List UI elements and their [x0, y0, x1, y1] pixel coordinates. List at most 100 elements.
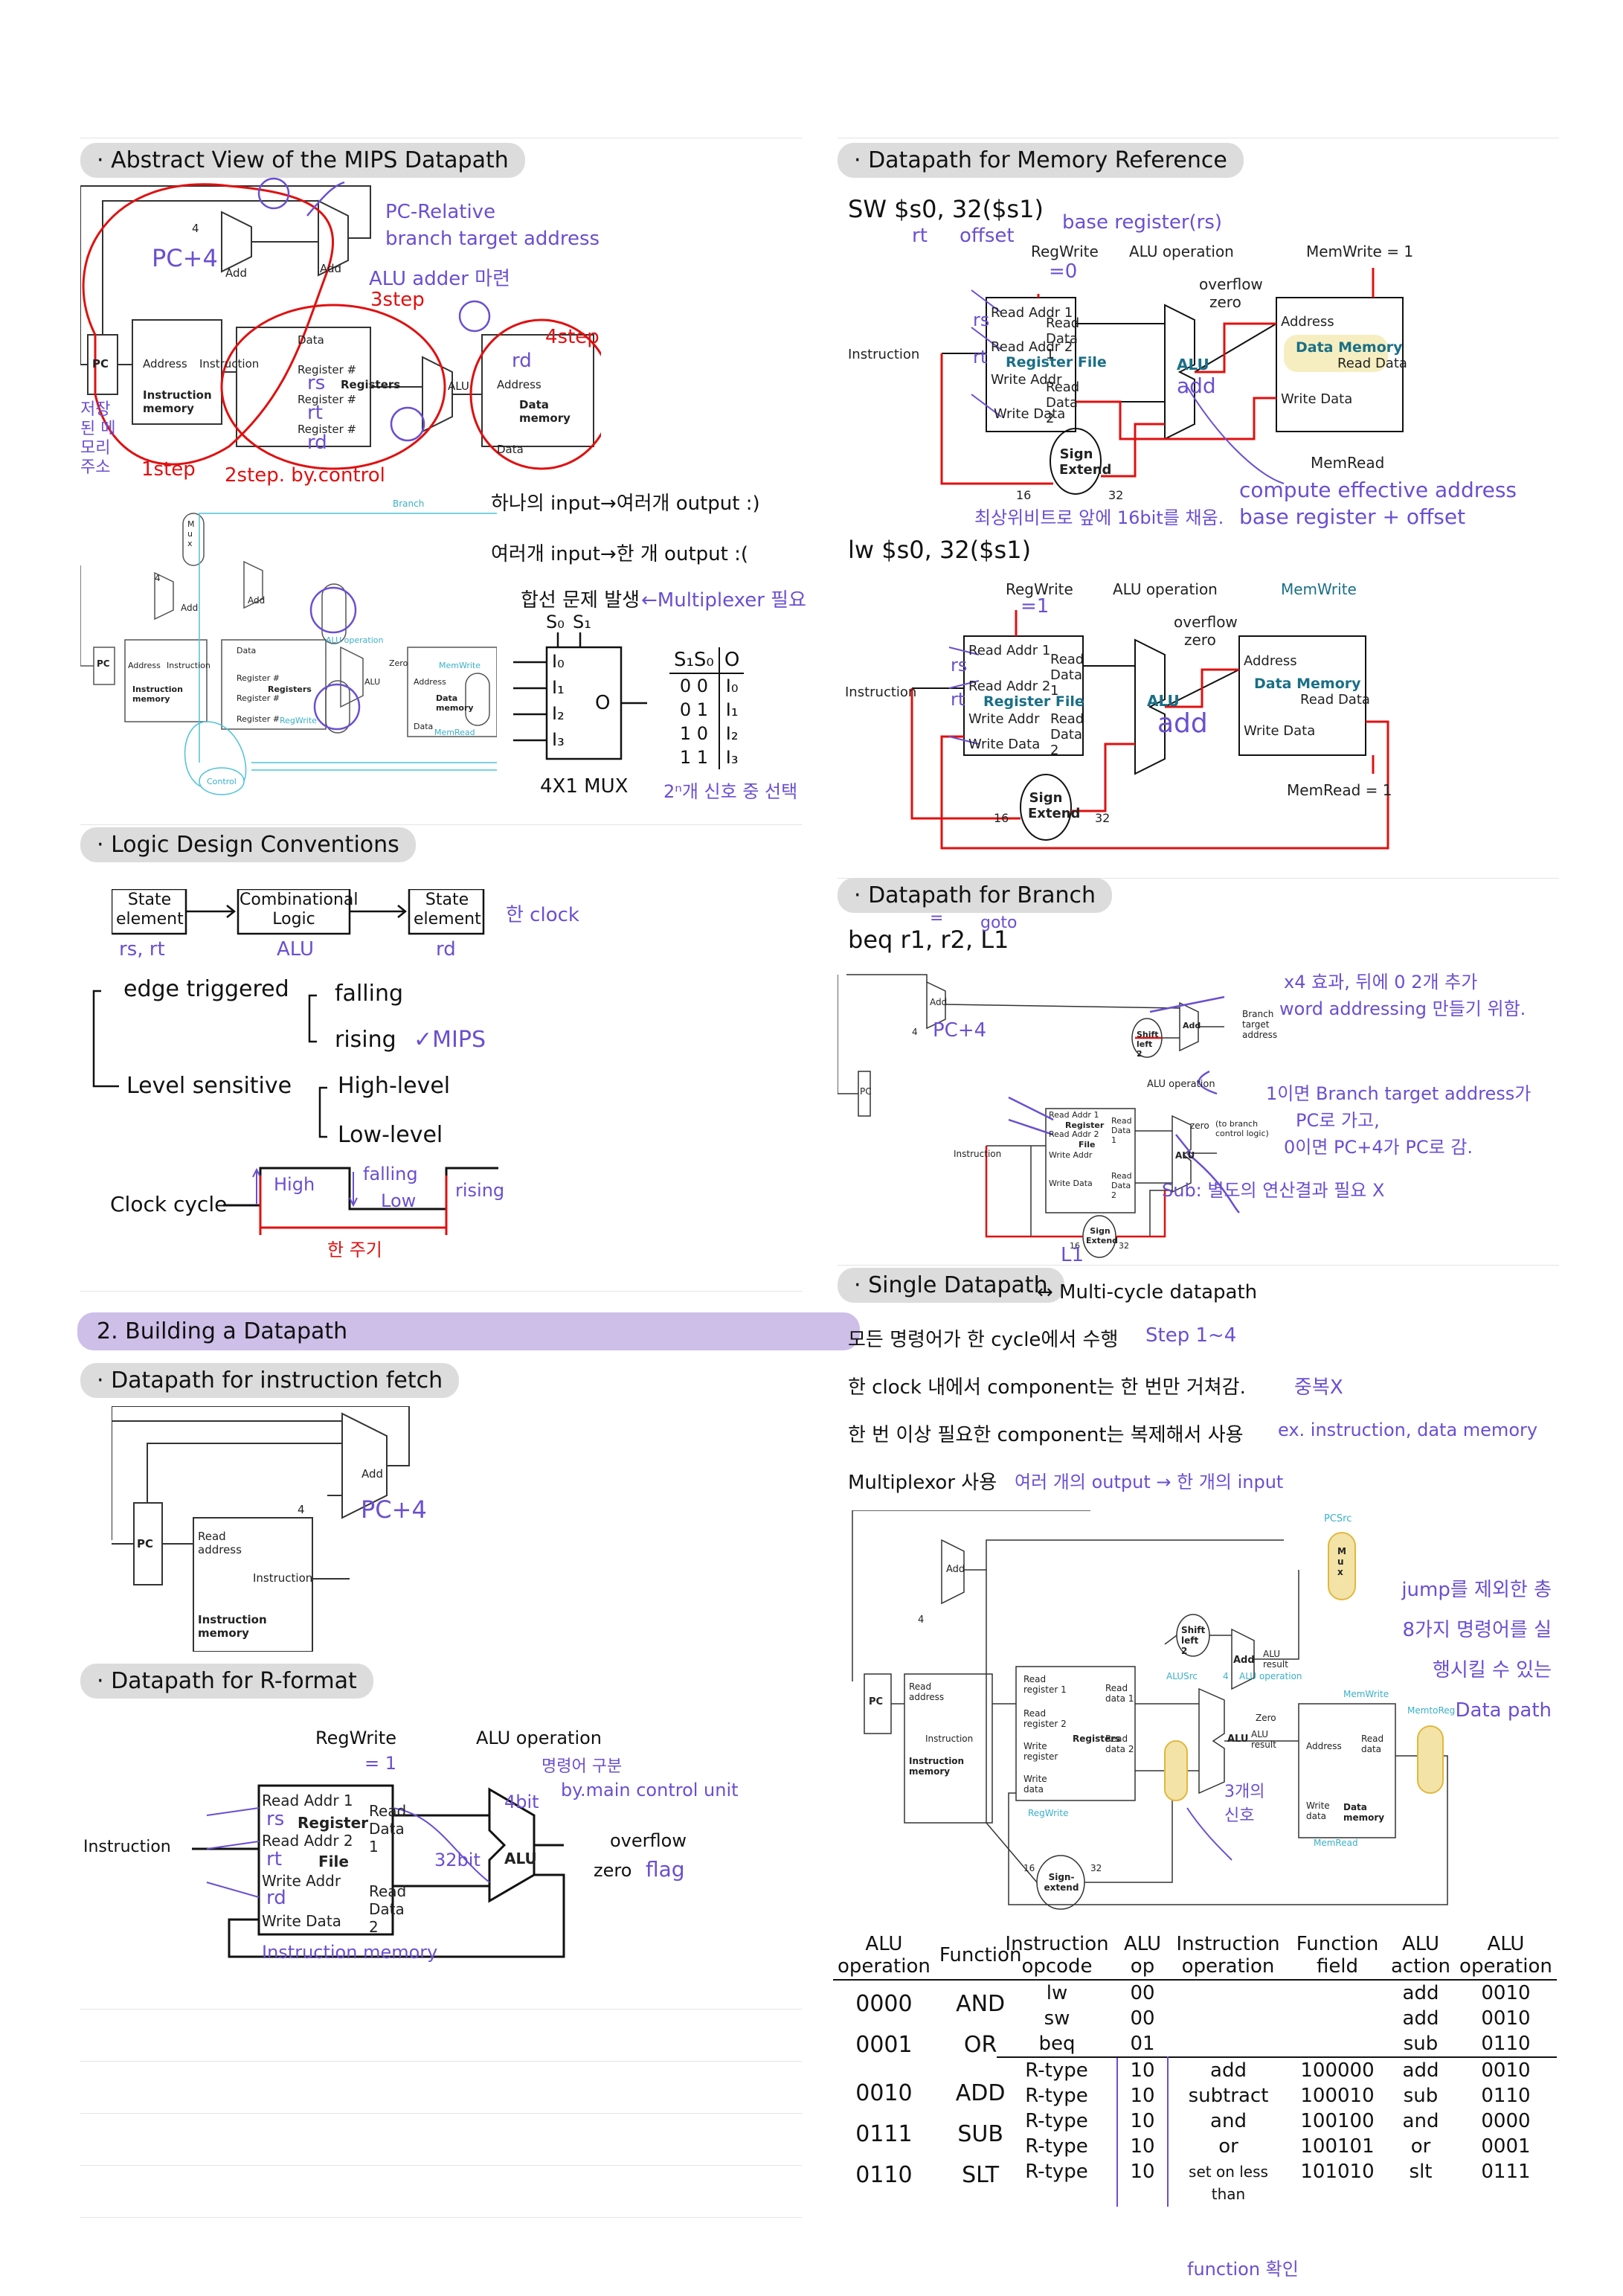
lw-eq1: =1	[1021, 595, 1050, 618]
fetch-add: Add	[361, 1467, 384, 1481]
ctrl-table-cell: 01	[1130, 2033, 1155, 2055]
branch-goto: goto	[980, 914, 1018, 932]
logic-comb: Combinational Logic	[240, 891, 359, 929]
lw-write-data: Write Data	[968, 737, 1041, 752]
sd-alu: ALU	[1227, 1734, 1249, 1745]
alu-table-cell: SUB	[957, 2121, 1003, 2147]
sd-memwrite: MemWrite	[1343, 1689, 1389, 1699]
rf-alu-op: ALU operation	[476, 1728, 602, 1748]
abs-daddress: Address	[497, 378, 541, 391]
rf-zero: zero	[594, 1860, 632, 1881]
ctl-regwrite: RegWrite	[280, 716, 317, 725]
rf-read-addr1: Read Addr 1	[262, 1792, 353, 1809]
rf-rd: rd	[266, 1887, 286, 1909]
rf-instr-memory: Instruction memory	[262, 1942, 438, 1963]
logic-mips: ✓MIPS	[414, 1027, 486, 1053]
rf-register: Register	[298, 1814, 369, 1832]
ctrl-table-cell	[1168, 2031, 1288, 2057]
abs-data: Data	[298, 333, 324, 347]
br-read-data2: Read Data 2	[1111, 1171, 1132, 1200]
sw-read-data2: Read Data 2	[1046, 379, 1080, 426]
alu-table-cell: 0001	[855, 2032, 913, 2058]
abstract-title: · Abstract View of the MIPS Datapath	[80, 143, 525, 178]
sw-address: Address	[1281, 314, 1334, 330]
lw-read-addr1: Read Addr 1	[968, 643, 1051, 658]
sw-read-addr1: Read Addr 1	[991, 305, 1073, 321]
br-write-addr: Write Addr	[1049, 1150, 1093, 1160]
sd-write-data: Write data	[1023, 1774, 1047, 1795]
branch-title: · Datapath for Branch	[838, 878, 1113, 913]
clock-rising: rising	[455, 1180, 505, 1201]
rf-rt: rt	[266, 1848, 282, 1870]
sd-dwrite-data: Write data	[1306, 1800, 1330, 1821]
mux-one-input: 하나의 input→여러개 output :)	[491, 493, 760, 515]
ctrl-table-cell: 00	[1130, 2007, 1155, 2030]
alu-control-table: Instruction opcode ALU op Instruction op…	[997, 1931, 1557, 2207]
abs-stored-addr: 저장된 메모리 주소	[80, 400, 116, 477]
single-line4b: 여러 개의 output → 한 개의 input	[1015, 1472, 1284, 1492]
clock-cycle-label: Clock cycle	[110, 1192, 228, 1216]
ctl-reg2: Register #	[237, 693, 280, 703]
ctrl-table-cell: 10	[1116, 2083, 1169, 2109]
logic-state2: State element	[414, 891, 481, 929]
ctrl-table-cell: sub	[1403, 2085, 1439, 2107]
ctrl-table-cell: 0001	[1481, 2135, 1531, 2158]
ctrl-table-cell: 10	[1116, 2134, 1169, 2159]
sd-write-reg: Write register	[1023, 1741, 1058, 1762]
logic-rd: rd	[436, 938, 456, 961]
sd-pc: PC	[869, 1696, 884, 1707]
abs-step2: 2step. by.control	[225, 464, 385, 487]
ctl-four: 4	[155, 573, 161, 583]
sw-32: 32	[1108, 488, 1124, 502]
mux-s0: S₀	[546, 612, 565, 632]
lw-add: add	[1157, 708, 1208, 739]
sw-diagram: RegWrite =0 ALU operation MemWrite = 1 o…	[838, 238, 1552, 529]
mux-i0: I₀	[552, 651, 565, 672]
ctl-daddress: Address	[414, 677, 446, 687]
lw-rt: rt	[951, 689, 965, 710]
sw-16: 16	[1016, 488, 1032, 502]
logic-high: High-level	[338, 1073, 451, 1099]
lw-alu: ALU	[1147, 692, 1180, 710]
sw-regwrite: RegWrite	[1031, 243, 1099, 260]
ctrl-table-cell: subtract	[1188, 2085, 1269, 2107]
ctrl-table-cell: 0111	[1481, 2161, 1531, 2183]
single-multi: ↔ Multi-cycle datapath	[1037, 1281, 1258, 1303]
br-four: 4	[912, 1027, 918, 1037]
ctl-reg3: Register #	[237, 714, 280, 724]
rf-write-addr: Write Addr	[262, 1872, 341, 1890]
abs-rs: rs	[307, 372, 326, 394]
clock-low: Low	[381, 1190, 417, 1211]
control-datapath-diagram: Branch M u x Add Add 4 PC Address Instru…	[80, 498, 497, 796]
br-instruction: Instruction	[954, 1149, 1002, 1159]
lw-memwrite: MemWrite	[1281, 580, 1357, 598]
sw-read-data: Read Data	[1337, 356, 1407, 371]
ctrl-table-cell: or	[1410, 2135, 1431, 2158]
ctrl-table-cell: add	[1386, 2056, 1456, 2083]
alu-table-cell: 0000	[855, 1991, 913, 2017]
abs-add2: Add	[320, 262, 342, 275]
sw-data-memory: Data Memory	[1296, 339, 1403, 356]
ctrl-table-cell: set on less than	[1189, 2163, 1268, 2203]
mux-table-cell: 0 1	[679, 699, 709, 720]
mux-table-cell: 1 1	[679, 747, 709, 768]
sd-memtoreg: MemtoReg	[1407, 1705, 1456, 1716]
logic-alu: ALU	[277, 938, 315, 961]
alu-table-cell: OR	[963, 2032, 997, 2058]
sw-alu-op: ALU operation	[1129, 243, 1234, 260]
sw-rt2: rt	[973, 347, 988, 368]
ctrl-table-cell: 100000	[1288, 2056, 1386, 2083]
mux-s1: S₁	[573, 612, 591, 632]
br-x4: x4 효과, 뒤에 0 2개 추가	[1284, 972, 1478, 993]
ctrl-table-cell: 10	[1116, 2159, 1169, 2207]
ctrl-table-cell	[1288, 1980, 1386, 2006]
logic-one-clock: 한 clock	[506, 904, 579, 926]
mux-i3: I₃	[552, 729, 565, 750]
abs-rt: rt	[307, 402, 323, 424]
sd-sign: Sign-extend	[1044, 1872, 1079, 1893]
ctrl-table-cell: and	[1402, 2110, 1439, 2132]
ctrl-table-cell: 0110	[1481, 2085, 1531, 2107]
